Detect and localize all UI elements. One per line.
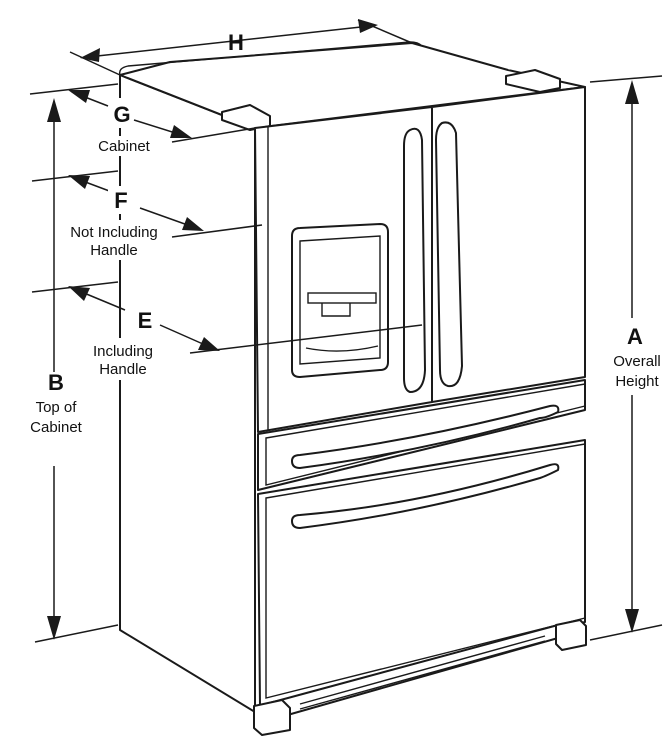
- dimension-a-arrow: [589, 75, 663, 641]
- lower-drawer-handle: [291, 463, 560, 529]
- dimension-labels: H G Cabinet F Not Including Handle E Inc…: [20, 30, 664, 464]
- label-e-line1: Including: [93, 343, 153, 360]
- left-door-handle: [403, 127, 426, 393]
- water-ice-dispenser: [291, 223, 389, 378]
- dimension-h-arrow: [69, 19, 413, 76]
- right-french-door: [431, 86, 586, 403]
- front-foot-right: [555, 619, 587, 651]
- label-f-line2: Handle: [90, 242, 138, 259]
- top-hinge-right: [505, 69, 561, 93]
- label-b-line1: Top of: [36, 399, 78, 416]
- label-g-letter: G: [113, 102, 130, 127]
- right-door-handle: [435, 121, 463, 388]
- dimension-b-arrow: [29, 83, 119, 643]
- label-e-letter: E: [138, 308, 153, 333]
- label-a-line2: Height: [615, 373, 659, 390]
- dimension-e-arrow: [31, 281, 423, 354]
- label-g-text: Cabinet: [98, 138, 151, 155]
- dimension-lines: [29, 19, 663, 643]
- label-e-line2: Handle: [99, 361, 147, 378]
- label-f-line1: Not Including: [70, 224, 158, 241]
- dimension-f-arrow: [31, 170, 263, 238]
- cabinet-side-panel: [119, 74, 256, 713]
- label-h-letter: H: [228, 30, 244, 55]
- dimension-g-arrow: [68, 90, 256, 143]
- upper-drawer-handle: [291, 404, 560, 469]
- front-foot-left: [253, 699, 291, 736]
- label-b-line2: Cabinet: [30, 419, 83, 436]
- refrigerator: [118, 41, 587, 736]
- label-a-line1: Overall: [613, 353, 661, 370]
- label-f-letter: F: [114, 188, 127, 213]
- label-b-letter: B: [48, 370, 64, 395]
- label-a-letter: A: [627, 324, 643, 349]
